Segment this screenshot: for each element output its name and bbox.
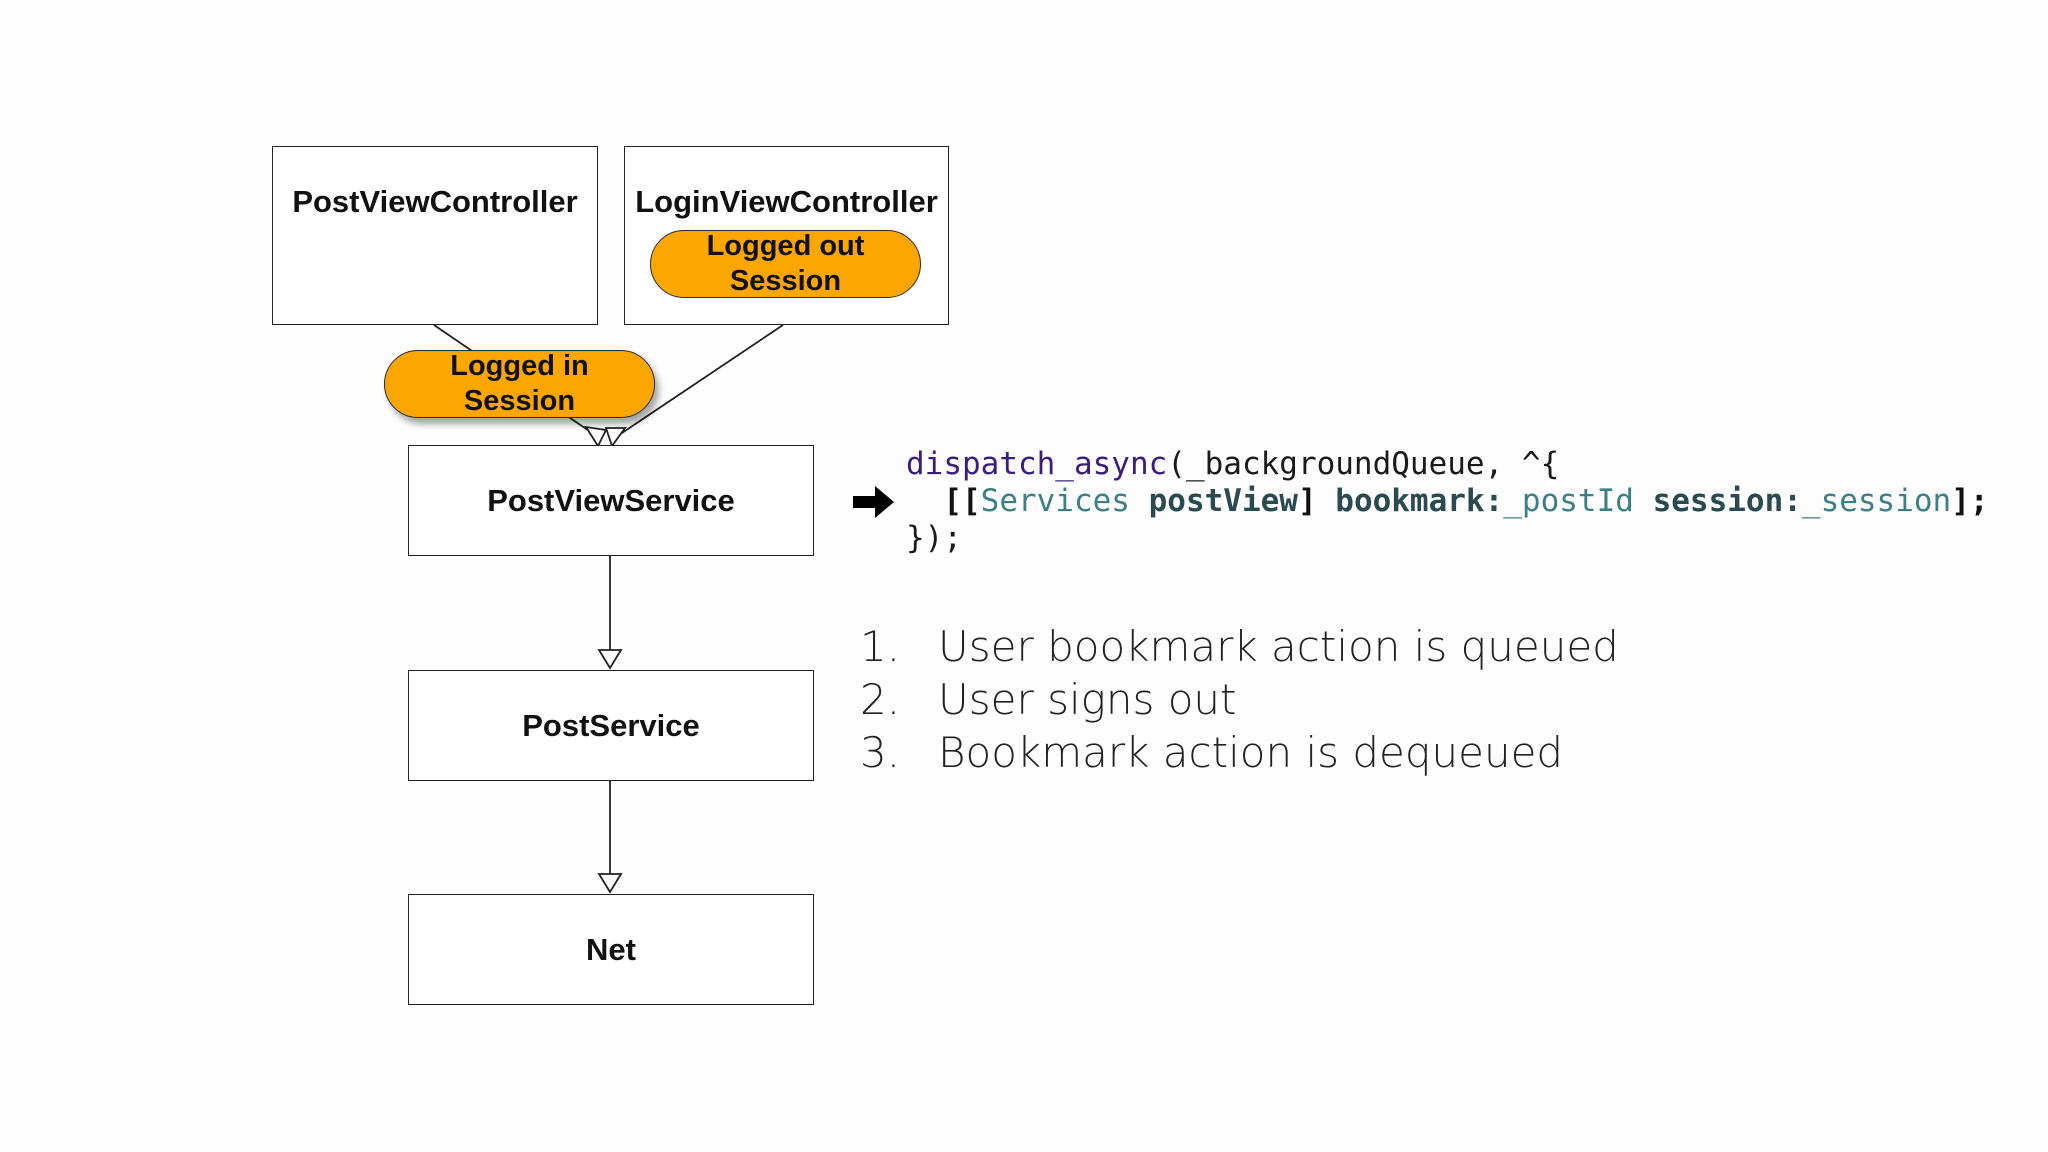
step-number: 3.	[860, 728, 901, 777]
code-bracket-close: ];	[1951, 483, 1989, 519]
session-line-1: Logged in	[450, 350, 589, 382]
edge-loginviewcontroller-to-postviewservice	[615, 324, 784, 438]
session-line-2: Session	[729, 265, 842, 297]
right-arrow-icon	[853, 486, 894, 518]
list-item: 2. User signs out	[860, 673, 1619, 726]
logged-out-session-badge: Logged out Session	[650, 230, 921, 298]
logged-in-session-badge: Logged in Session	[384, 350, 655, 418]
code-bracket-open: [[	[906, 483, 981, 519]
code-line-1: dispatch_async(_backgroundQueue, ^{	[906, 446, 1559, 482]
step-text: User bookmark action is queued	[938, 622, 1619, 671]
list-item: 3. Bookmark action is dequeued	[860, 726, 1619, 779]
session-line-1: Logged out	[706, 230, 865, 262]
postservice-node: PostService	[408, 670, 814, 781]
code-selector: session:	[1652, 483, 1802, 519]
postviewservice-node: PostViewService	[408, 445, 814, 556]
session-line-2: Session	[463, 385, 576, 417]
arrowhead-icon	[597, 873, 623, 894]
steps-list: 1. User bookmark action is queued 2. Use…	[860, 620, 1619, 779]
step-number: 2.	[860, 675, 901, 724]
code-bracket: ]	[1297, 483, 1336, 519]
code-variable: _postId	[1503, 483, 1634, 519]
step-text: User signs out	[938, 675, 1237, 724]
loginviewcontroller-label: LoginViewController	[635, 184, 938, 219]
step-text: Bookmark action is dequeued	[938, 728, 1564, 777]
arrowhead-icon	[597, 649, 623, 670]
code-function: dispatch_async	[906, 446, 1168, 482]
code-snippet: dispatch_async(_backgroundQueue, ^{ [[Se…	[906, 446, 1989, 557]
code-args: (_backgroundQueue, ^{	[1167, 446, 1560, 482]
code-variable: _session	[1801, 483, 1952, 519]
postservice-label: PostService	[522, 707, 700, 743]
code-class: Services	[980, 483, 1130, 519]
postviewcontroller-node: PostViewController	[272, 146, 598, 325]
postviewservice-label: PostViewService	[487, 482, 735, 518]
list-item: 1. User bookmark action is queued	[860, 620, 1619, 673]
arrowhead-icon	[584, 425, 608, 448]
code-line-3: });	[906, 520, 962, 556]
net-label: Net	[586, 931, 636, 967]
code-selector: postView	[1148, 483, 1298, 519]
code-line-2: [[Services postView] bookmark:_postId se…	[906, 483, 1989, 519]
arrowhead-icon	[604, 427, 627, 448]
step-number: 1.	[860, 622, 901, 671]
code-selector: bookmark:	[1335, 483, 1504, 519]
postviewcontroller-label: PostViewController	[292, 184, 578, 219]
net-node: Net	[408, 894, 814, 1005]
